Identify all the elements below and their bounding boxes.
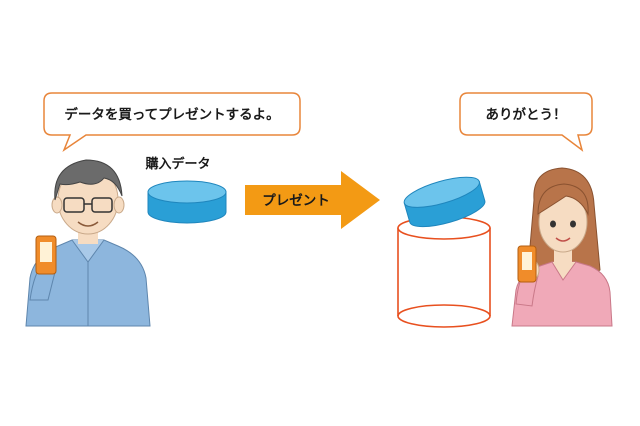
right-bubble-text: ありがとう！ bbox=[486, 106, 567, 123]
man-phone-icon bbox=[36, 236, 56, 274]
left-speech-bubble: データを買ってプレゼントするよ。 bbox=[44, 93, 300, 150]
woman-phone-icon bbox=[518, 246, 536, 282]
present-arrow: プレゼント bbox=[245, 171, 380, 229]
purchased-data-label: 購入データ bbox=[144, 156, 210, 172]
right-speech-bubble: ありがとう！ bbox=[460, 93, 592, 150]
empty-container-cylinder bbox=[398, 217, 490, 327]
present-arrow-label: プレゼント bbox=[262, 192, 330, 209]
left-bubble-text: データを買ってプレゼントするよ。 bbox=[64, 106, 279, 123]
purchased-data-cylinder bbox=[148, 181, 226, 223]
